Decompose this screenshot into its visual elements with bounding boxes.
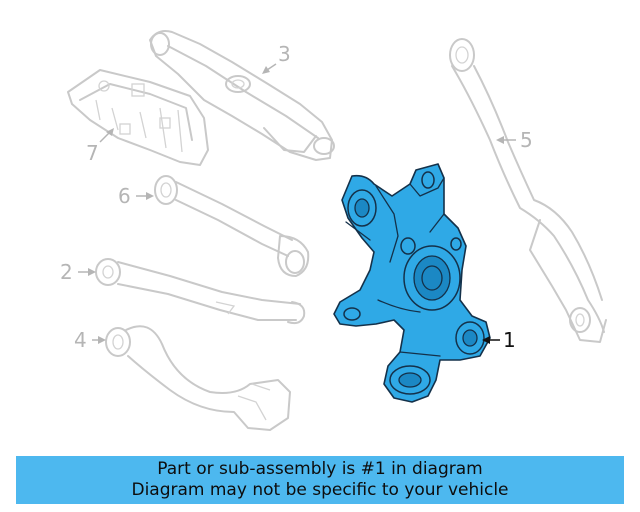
callout-7-label: 7 [86,141,99,165]
callout-4-label: 4 [74,328,87,352]
callout-6: 6 [118,184,154,208]
part-3-arm [149,30,335,161]
parts-diagram: 1 2 3 4 5 6 7 [60,30,607,431]
callout-1: 1 [482,328,516,352]
callout-6-label: 6 [118,184,131,208]
callout-5: 5 [496,128,533,152]
callout-2: 2 [60,260,96,284]
callout-2-label: 2 [60,260,73,284]
part-6-link [154,175,310,277]
banner-line-disclaimer: Diagram may not be specific to your vehi… [131,480,509,500]
part-2-link [95,258,306,325]
part-1-knuckle[interactable] [333,163,491,403]
callout-4: 4 [74,328,106,352]
banner-line-part-number: Part or sub-assembly is #1 in diagram [157,459,483,479]
callout-7: 7 [86,128,114,165]
callout-3-label: 3 [278,42,291,66]
diagram-notice-banner: Part or sub-assembly is #1 in diagram Di… [16,456,624,504]
part-5-arm [449,38,607,343]
callout-3: 3 [262,42,291,74]
part-4-arm [105,325,291,431]
part-7-bracket [67,69,209,166]
callout-1-label: 1 [503,328,516,352]
callout-5-label: 5 [520,128,533,152]
